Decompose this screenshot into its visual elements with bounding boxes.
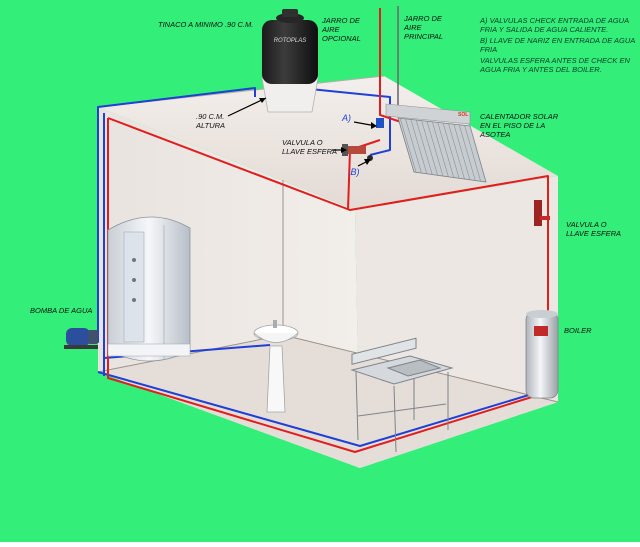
sink-pedestal — [267, 346, 285, 412]
pump-base — [64, 345, 98, 349]
marker-b-label: .B) — [348, 168, 360, 177]
shower-jet — [132, 278, 136, 282]
pump-label: BOMBA DE AGUA — [30, 306, 92, 315]
boiler-top — [526, 310, 558, 318]
shower-jet — [132, 298, 136, 302]
tank-cap — [282, 9, 298, 17]
shower-cabin — [108, 217, 190, 361]
pump-motor — [66, 328, 90, 346]
air-vent-principal-label: JARRO DE AIRE PRINCIPAL — [404, 14, 443, 41]
shower-body — [108, 217, 190, 361]
tank-brand: ROTOPLAS — [274, 38, 307, 44]
water-tank: ROTOPLAS — [262, 9, 318, 112]
marker-a-label: A) — [342, 114, 351, 123]
shower-panel — [124, 232, 144, 342]
note-b: B) LLAVE DE NARIZ EN ENTRADA DE AGUA FRI… — [480, 36, 636, 54]
shower-jet — [132, 258, 136, 262]
boiler-text-label: BOILER — [564, 326, 592, 335]
sink-faucet — [273, 320, 277, 328]
air-vent-optional-label: JARRO DE AIRE OPCIONAL — [322, 16, 361, 43]
notes-block: A) VALVULAS CHECK ENTRADA DE AGUA FRIA Y… — [480, 16, 636, 74]
heater-brand: SOL — [458, 112, 468, 118]
boiler-label — [534, 326, 548, 336]
boiler-body — [526, 312, 558, 398]
note-a: A) VALVULAS CHECK ENTRADA DE AGUA FRIA Y… — [480, 16, 636, 34]
tank-label: TINACO A MINIMO .90 C.M. — [158, 20, 253, 29]
note-valves: VALVULAS ESFERA ANTES DE CHECK EN AGUA F… — [480, 56, 636, 74]
valve-label: VALVULA O LLAVE ESFERA — [282, 138, 337, 156]
ball-valve — [346, 146, 366, 154]
solar-heater-label: CALENTADOR SOLAR EN EL PISO DE LA ASOTEA — [480, 112, 558, 139]
shower-base — [108, 344, 190, 356]
water-pump — [64, 328, 98, 349]
right-valve-label: VALVULA O LLAVE ESFERA — [566, 220, 621, 238]
pump-head — [88, 330, 98, 344]
right-valve-body — [534, 200, 542, 226]
tank-body — [262, 20, 318, 84]
boiler — [526, 310, 558, 398]
right-valve-handle — [540, 216, 550, 220]
height-label: .90 C.M. ALTURA — [196, 112, 225, 130]
check-valve-a — [376, 118, 384, 128]
